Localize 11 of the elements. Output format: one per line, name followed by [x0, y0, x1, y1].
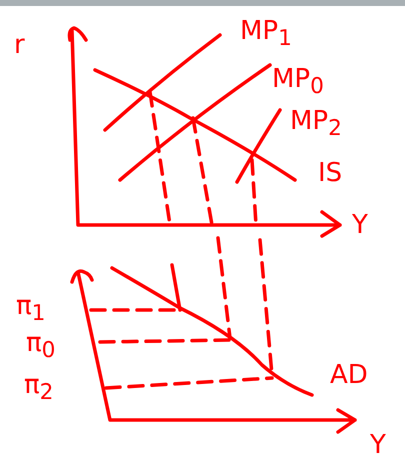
- curve-label: AD: [330, 362, 368, 388]
- axis-label: r: [14, 32, 25, 58]
- curve-label: IS: [318, 160, 342, 186]
- axis-value-label: π$_{0}$: [26, 330, 56, 362]
- curve-label: MP$_{2}$: [290, 108, 342, 140]
- axis-label: Y: [352, 212, 368, 238]
- axis-value-label: π$_{1}$: [16, 293, 46, 325]
- curve-label: MP$_{0}$: [272, 66, 324, 98]
- axis-value-label: π$_{2}$: [24, 372, 54, 404]
- axis-label: Y: [370, 432, 386, 458]
- curve-label: MP$_{1}$: [240, 18, 292, 50]
